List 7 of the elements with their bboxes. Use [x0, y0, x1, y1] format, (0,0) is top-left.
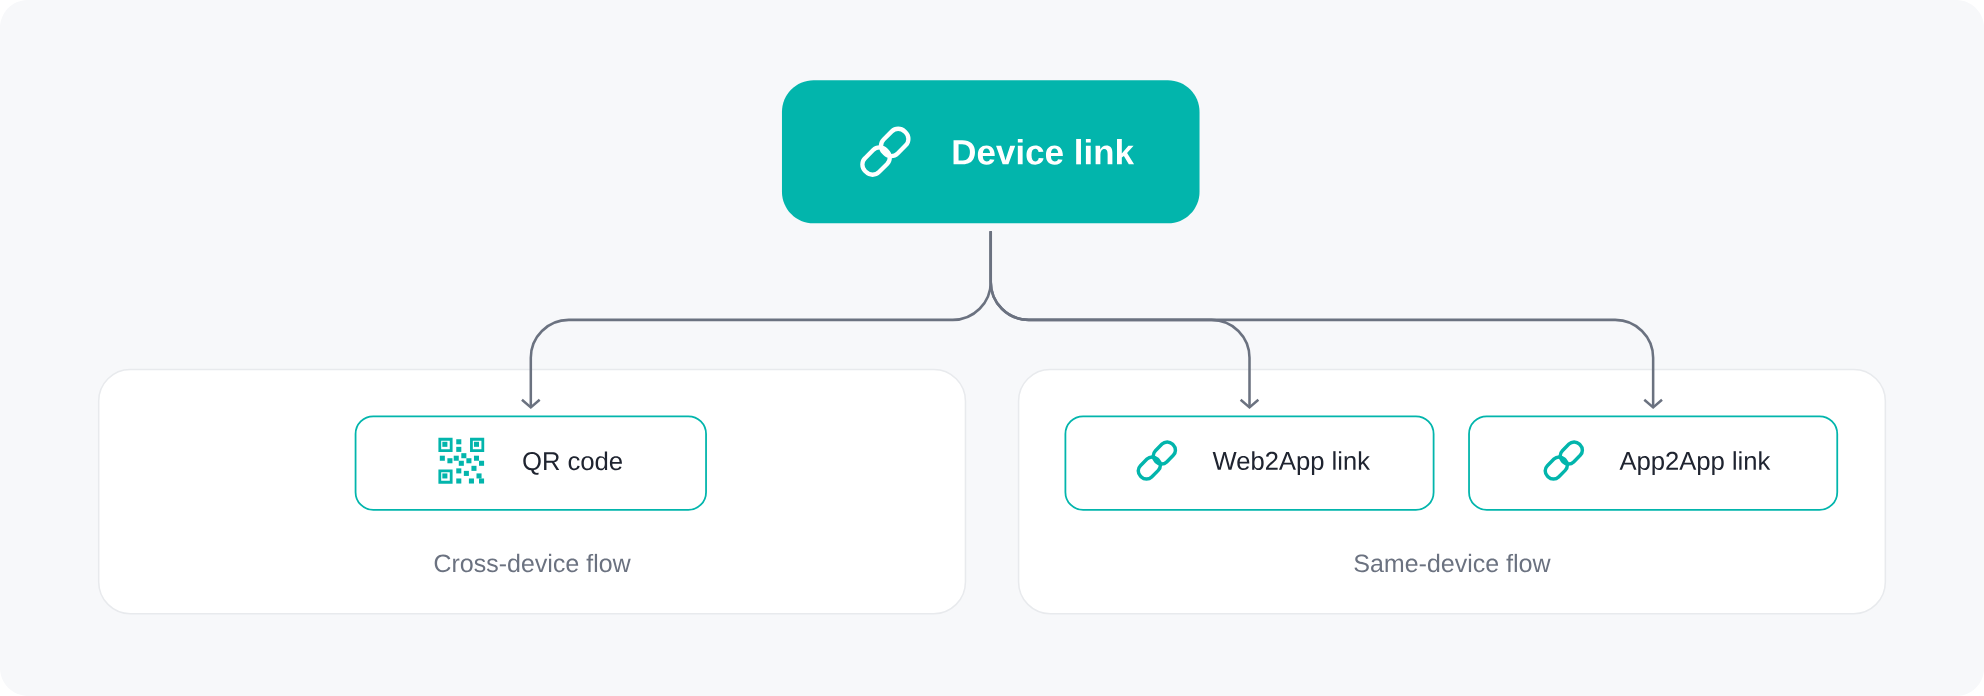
connector-arrow [989, 231, 1663, 410]
option-box: App2App link [1468, 415, 1839, 511]
panel-label: Cross-device flow [434, 553, 631, 573]
option-box: Web2App link [1064, 415, 1435, 511]
panel-label: Same-device flow [1354, 553, 1551, 573]
root-box: Device link [781, 80, 1200, 224]
option-box: QR code [354, 415, 707, 511]
